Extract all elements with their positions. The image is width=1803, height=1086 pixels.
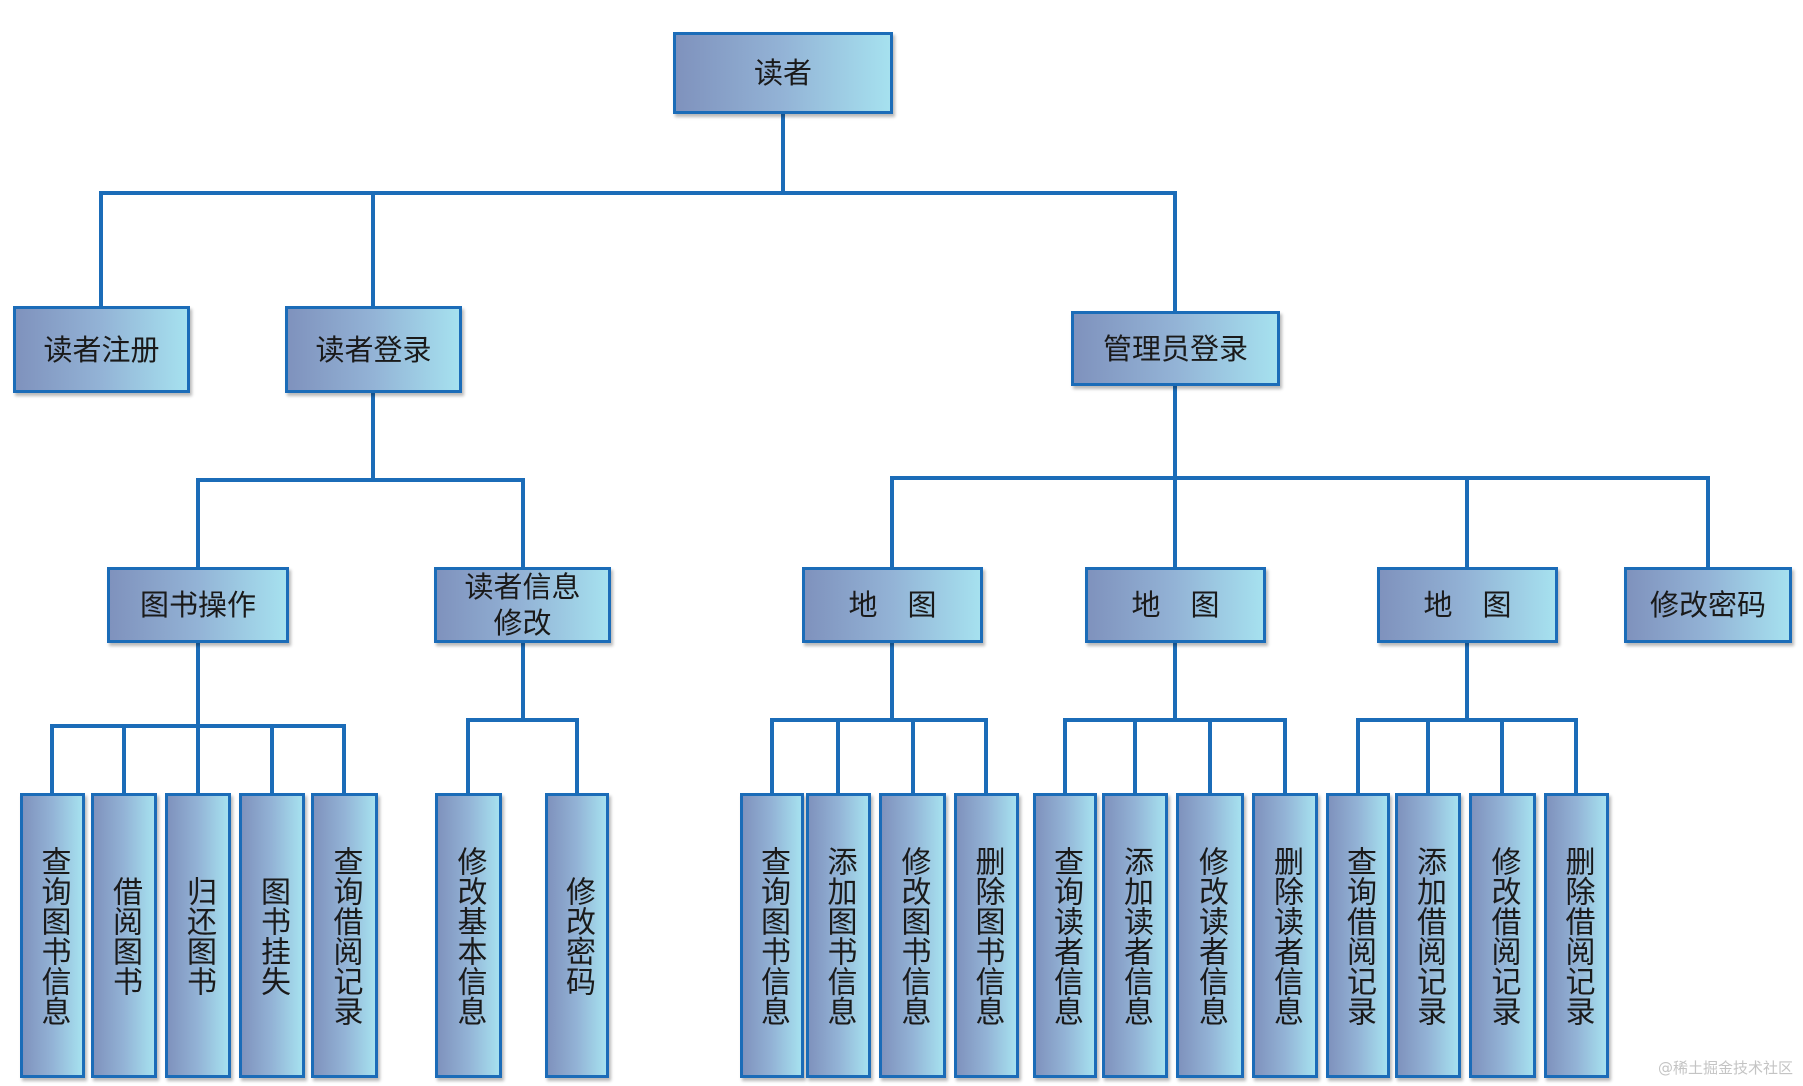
- leaf-admin-edit-borrow-records: 修改借阅记录: [1469, 793, 1536, 1078]
- leaf-label: 借阅图书: [107, 875, 142, 996]
- node-admin-group-3-label: 地图: [1423, 588, 1542, 622]
- leaf-admin-add-book-info: 添加图书信息: [806, 793, 871, 1078]
- node-reader-info-edit-label: 读者信息修改: [464, 570, 581, 640]
- node-reader-login-label: 读者登录: [315, 332, 432, 367]
- connector-lines: [50, 112, 1710, 795]
- leaf-admin-add-reader-info: 添加读者信息: [1102, 793, 1168, 1078]
- node-root-label: 读者: [753, 56, 812, 90]
- leaf-admin-query-book-info: 查询图书信息: [740, 793, 804, 1078]
- node-admin-change-password-label: 修改密码: [1649, 588, 1766, 622]
- node-admin-group-1-label: 地图: [848, 588, 967, 622]
- leaf-label: 查询借阅记录: [327, 845, 363, 1026]
- node-book-operations: 图书操作: [107, 567, 289, 643]
- leaf-admin-delete-borrow-records: 删除借阅记录: [1544, 793, 1609, 1078]
- leaf-report-lost-book: 图书挂失: [239, 793, 305, 1078]
- leaf-label: 修改图书信息: [895, 845, 931, 1026]
- leaf-label: 添加图书信息: [821, 845, 857, 1026]
- leaf-label: 查询借阅记录: [1341, 845, 1376, 1026]
- leaf-label: 归还图书: [181, 875, 216, 996]
- leaf-label: 添加读者信息: [1118, 845, 1153, 1026]
- watermark: @稀土掘金技术社区: [1657, 1059, 1793, 1077]
- node-book-operations-label: 图书操作: [139, 588, 256, 622]
- node-admin-change-password: 修改密码: [1624, 567, 1792, 643]
- node-admin-login: 管理员登录: [1071, 311, 1280, 386]
- leaf-label: 修改读者信息: [1193, 845, 1228, 1026]
- node-admin-group-2: 地图: [1085, 567, 1266, 643]
- node-root: 读者: [673, 32, 893, 114]
- leaf-query-book-info: 查询图书信息: [20, 793, 85, 1078]
- leaf-label: 添加借阅记录: [1411, 845, 1446, 1026]
- leaf-label: 删除读者信息: [1268, 845, 1303, 1026]
- node-admin-group-1: 地图: [802, 567, 983, 643]
- leaf-label: 修改基本信息: [451, 845, 487, 1026]
- leaf-admin-query-borrow-records: 查询借阅记录: [1326, 793, 1390, 1078]
- leaf-label: 查询图书信息: [755, 845, 790, 1026]
- leaf-admin-delete-book-info: 删除图书信息: [954, 793, 1019, 1078]
- node-reader-login: 读者登录: [285, 306, 462, 393]
- leaf-admin-add-borrow-records: 添加借阅记录: [1395, 793, 1461, 1078]
- node-admin-login-label: 管理员登录: [1102, 331, 1248, 366]
- leaf-borrow-book: 借阅图书: [91, 793, 157, 1078]
- leaf-admin-query-reader-info: 查询读者信息: [1033, 793, 1097, 1078]
- leaf-label: 删除图书信息: [969, 845, 1005, 1026]
- leaf-change-password: 修改密码: [545, 793, 609, 1078]
- node-reader-register-label: 读者注册: [43, 332, 160, 367]
- leaf-admin-delete-reader-info: 删除读者信息: [1252, 793, 1318, 1078]
- leaf-label: 查询图书信息: [35, 845, 71, 1026]
- leaf-admin-edit-book-info: 修改图书信息: [879, 793, 946, 1078]
- node-reader-register: 读者注册: [13, 306, 190, 393]
- leaf-admin-edit-reader-info: 修改读者信息: [1176, 793, 1244, 1078]
- leaf-query-borrow-records: 查询借阅记录: [311, 793, 378, 1078]
- leaf-label: 修改借阅记录: [1485, 845, 1521, 1026]
- leaf-label: 查询读者信息: [1048, 845, 1083, 1026]
- leaf-label: 图书挂失: [255, 875, 290, 996]
- leaf-label: 删除借阅记录: [1559, 845, 1595, 1026]
- node-admin-group-2-label: 地图: [1131, 588, 1250, 622]
- node-admin-group-3: 地图: [1377, 567, 1558, 643]
- leaf-label: 修改密码: [560, 875, 595, 996]
- leaf-edit-basic-info: 修改基本信息: [435, 793, 502, 1078]
- node-reader-info-edit: 读者信息修改: [434, 567, 611, 643]
- leaf-return-book: 归还图书: [165, 793, 231, 1078]
